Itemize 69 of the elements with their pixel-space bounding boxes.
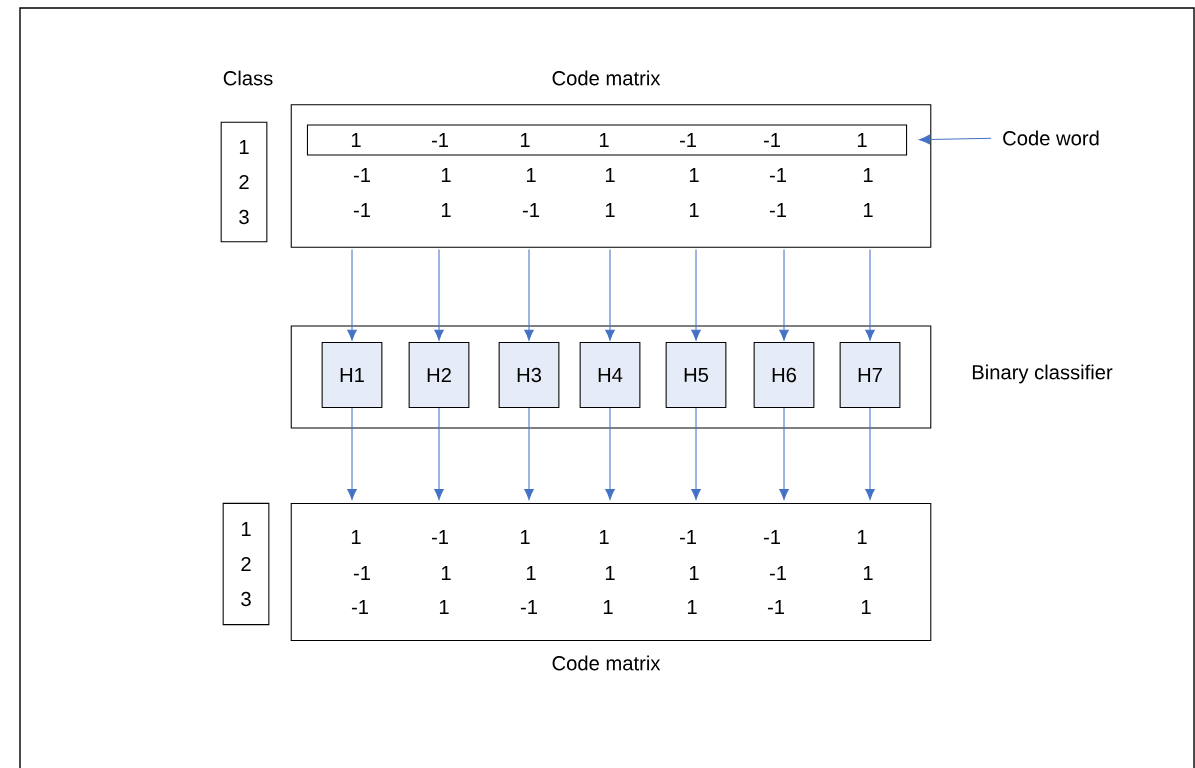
class-number: 3 — [241, 591, 251, 607]
classifier-box: H1 — [321, 341, 383, 409]
class-heading: Class — [223, 70, 273, 86]
matrix-value: 1 — [687, 600, 697, 614]
arrow — [691, 248, 701, 341]
matrix-value: 1 — [861, 600, 871, 614]
arrow — [347, 248, 357, 341]
arrow — [779, 248, 789, 341]
code-word-box: 1 -1 1 1 -1 -1 1 — [306, 124, 908, 156]
matrix-value: 1 — [689, 203, 699, 217]
matrix-value: 1 — [439, 600, 449, 614]
matrix-value: -1 — [769, 203, 786, 217]
classifier-box: H4 — [579, 341, 641, 409]
matrix-value: 1 — [863, 168, 873, 182]
matrix-value: -1 — [522, 203, 539, 217]
matrix-value: -1 — [763, 530, 780, 544]
arrow — [434, 248, 444, 341]
matrix-value: 1 — [689, 168, 699, 182]
matrix-value: 1 — [599, 530, 609, 544]
matrix-value: 1 — [605, 168, 615, 182]
matrix-value: -1 — [353, 566, 370, 580]
class-number: 1 — [239, 140, 249, 154]
matrix-value: 1 — [526, 566, 536, 580]
arrow — [919, 134, 992, 145]
matrix-value: 1 — [441, 566, 451, 580]
matrix-value: 1 — [857, 530, 867, 544]
matrix-value: -1 — [769, 168, 786, 182]
matrix-value: -1 — [351, 600, 368, 614]
class-number: 2 — [239, 174, 249, 190]
matrix-value: -1 — [431, 530, 448, 544]
arrow — [865, 407, 875, 500]
matrix-value: -1 — [353, 168, 370, 182]
matrix-value: -1 — [679, 530, 696, 544]
arrow — [347, 407, 357, 500]
arrow — [605, 248, 615, 341]
arrow — [524, 248, 534, 341]
class-number: 2 — [241, 556, 251, 572]
matrix-value: -1 — [769, 566, 786, 580]
matrix-title: Code matrix — [552, 70, 661, 86]
matrix-value: 1 — [520, 530, 530, 544]
class-number: 3 — [239, 209, 249, 225]
matrix-value: 1 — [351, 530, 361, 544]
matrix-value: 1 — [605, 566, 615, 580]
classifier-box: H6 — [753, 341, 815, 409]
matrix-value: 1 — [603, 600, 613, 614]
matrix-value: 1 — [863, 566, 873, 580]
matrix-value: 1 — [441, 168, 451, 182]
matrix-value: 1 — [605, 203, 615, 217]
matrix-value: -1 — [767, 600, 784, 614]
matrix-value: 1 — [526, 168, 536, 182]
matrix-value: -1 — [520, 600, 537, 614]
classifier-box: H5 — [665, 341, 727, 409]
code-word-label: Code word — [1003, 130, 1099, 146]
matrix-value: -1 — [353, 203, 370, 217]
matrix-title: Code matrix — [552, 655, 661, 671]
panel-caption: Binary classifier — [972, 364, 1113, 384]
class-number: 1 — [241, 522, 251, 536]
arrow — [865, 248, 875, 341]
arrow — [434, 407, 444, 500]
arrow — [605, 407, 615, 500]
arrow — [691, 407, 701, 500]
classifier-box: H3 — [498, 341, 560, 409]
matrix-value: 1 — [441, 203, 451, 217]
arrow — [779, 407, 789, 500]
classifier-box: H7 — [839, 341, 901, 409]
arrow — [524, 407, 534, 500]
matrix-value: 1 — [863, 203, 873, 217]
classifier-box: H2 — [408, 341, 470, 409]
matrix-value: 1 — [689, 566, 699, 580]
